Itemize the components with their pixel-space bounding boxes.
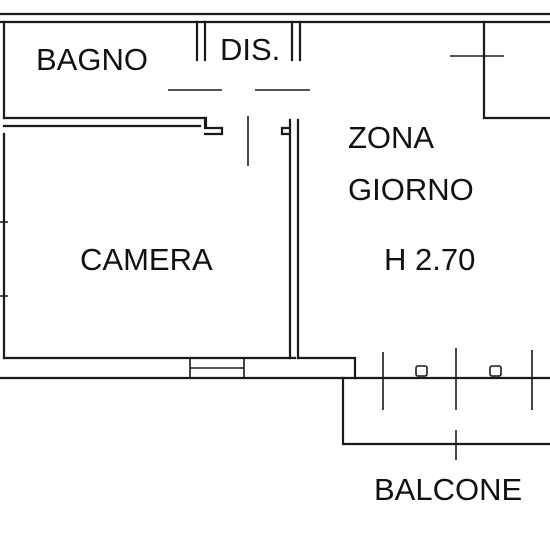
- label-balcone: BALCONE: [374, 472, 522, 507]
- openings: [0, 40, 533, 460]
- planter-left: [415, 365, 428, 377]
- label-zona: ZONA: [348, 120, 434, 155]
- label-bagno: BAGNO: [36, 42, 148, 77]
- top-wall: [0, 12, 550, 24]
- dis-living-partition: [290, 20, 302, 62]
- label-camera: CAMERA: [80, 242, 213, 277]
- label-dis: DIS.: [220, 32, 280, 67]
- living-right-wall: [482, 20, 550, 120]
- living-window-top: [450, 40, 504, 76]
- fixtures: [415, 365, 502, 377]
- label-giorno: GIORNO: [348, 172, 474, 207]
- balcony-door-ticks: [382, 348, 533, 460]
- camera-living-partition: [280, 118, 300, 360]
- balcony-outline: [341, 376, 550, 446]
- label-height: H 2.70: [384, 242, 475, 277]
- bathroom-bottom-wall: [2, 116, 208, 128]
- door-jamb-left: [203, 116, 224, 136]
- planter-right: [489, 365, 502, 377]
- left-window-ticks: [0, 221, 8, 297]
- walls: [0, 12, 550, 446]
- bathroom-dis-partition: [195, 20, 207, 62]
- camera-window: [189, 358, 245, 378]
- living-bottom-wall: [296, 356, 357, 380]
- room-labels: BAGNO DIS. ZONA GIORNO H 2.70 CAMERA BAL…: [36, 32, 522, 507]
